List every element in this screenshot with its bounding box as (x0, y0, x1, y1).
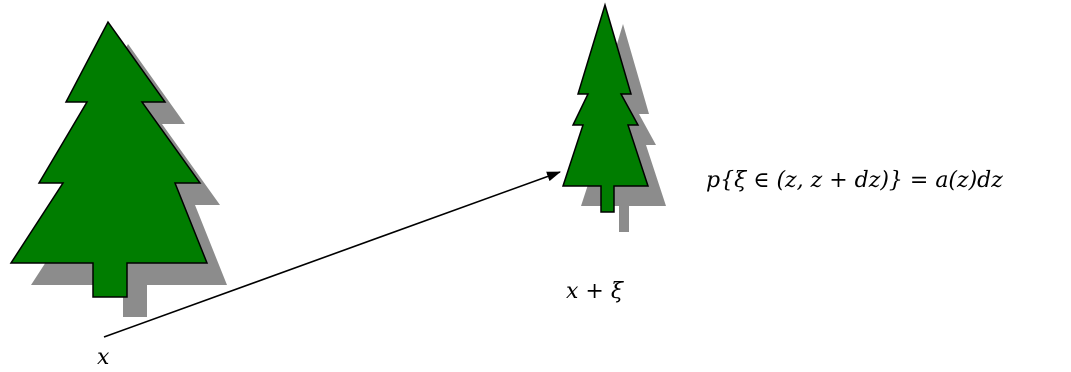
small-tree (561, 2, 666, 232)
dispersal-arrow (103, 171, 561, 338)
large-tree (9, 20, 227, 317)
origin-label: x (97, 345, 110, 370)
dispersal-formula: p{ξ ∈ (z, z + dz)} = a(z)dz (706, 168, 1003, 193)
small-tree-body (561, 2, 650, 213)
destination-label: x + ξ (566, 279, 625, 304)
large-tree-body (9, 20, 209, 298)
